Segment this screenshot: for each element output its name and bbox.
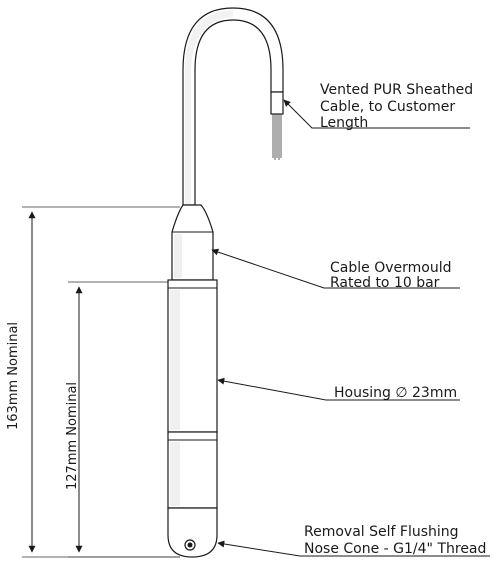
cable-end: [270, 91, 284, 160]
callout-cable-line2: Cable, to Customer: [320, 99, 455, 115]
cable: [182, 7, 284, 206]
dimension-overall: [22, 206, 180, 558]
leader-nose: [217, 540, 490, 557]
callout-housing: Housing ∅ 23mm: [334, 385, 457, 401]
callout-overmould-line1: Cable Overmould: [330, 260, 451, 276]
callout-cable-line1: Vented PUR Sheathed: [320, 82, 473, 98]
leader-cable: [283, 99, 470, 129]
cable-overmould: [171, 204, 214, 281]
callout-cable-line3: Length: [320, 115, 368, 131]
dimension-overall-label: 163mm Nominal: [6, 322, 21, 430]
dimension-body: [68, 281, 180, 558]
callout-nose-line1: Removal Self Flushing: [304, 524, 459, 540]
dimension-body-label: 127mm Nominal: [65, 382, 80, 490]
callout-overmould-line2: Rated to 10 bar: [330, 275, 440, 291]
leader-housing: [217, 377, 460, 401]
callout-nose-line2: Nose Cone - G1/4" Thread: [304, 541, 486, 557]
nose-cone: [167, 507, 218, 558]
leader-overmould: [211, 248, 460, 289]
housing: [167, 279, 218, 509]
